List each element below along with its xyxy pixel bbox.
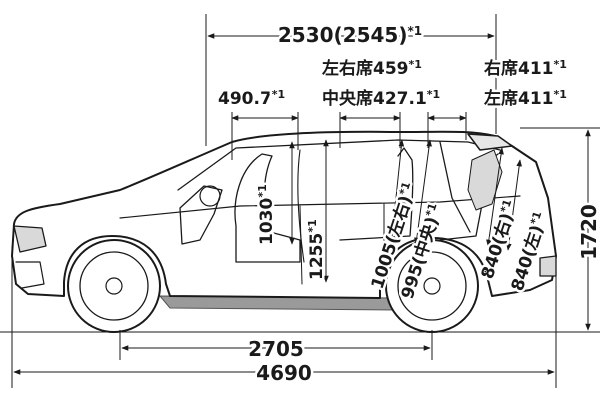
wheelbase-label: 2705 bbox=[248, 337, 304, 361]
footnote-mark: *1 bbox=[407, 24, 422, 38]
third-row-left-value: 左席411 bbox=[484, 88, 554, 109]
overall-length-label: 4690 bbox=[256, 361, 312, 385]
footnote-mark: *1 bbox=[409, 58, 422, 71]
footnote-mark: *1 bbox=[554, 88, 567, 101]
second-row-center-value: 中央席427.1 bbox=[322, 88, 427, 109]
third-row-right-value: 右席411 bbox=[484, 58, 554, 79]
third-row-right-label: 右席411*1 bbox=[484, 58, 567, 79]
front-shoulder-offset-value: 490.7 bbox=[218, 89, 272, 109]
steering-wheel bbox=[199, 185, 221, 207]
footnote-mark: *1 bbox=[528, 210, 545, 227]
window-line bbox=[177, 139, 501, 191]
third-row-headroom-right-value: 840(右) bbox=[477, 210, 518, 281]
footnote-mark: *1 bbox=[427, 88, 440, 101]
front-wheel bbox=[67, 239, 161, 333]
front-bumper bbox=[15, 261, 45, 289]
front-seat-2 bbox=[297, 149, 305, 263]
second-row-outer-label: 左右席459*1 bbox=[322, 58, 422, 79]
body-outline bbox=[11, 130, 557, 299]
footnote-mark: *1 bbox=[397, 180, 414, 197]
front-hip-label: 1255*1 bbox=[306, 219, 327, 280]
front-shoulder-offset-label: 490.7*1 bbox=[218, 88, 285, 109]
front-hip-value: 1255 bbox=[307, 233, 327, 280]
taillight bbox=[539, 255, 557, 277]
footnote-mark: *1 bbox=[272, 88, 285, 101]
door-shut-line bbox=[299, 205, 303, 285]
front-headroom-label: 1030*1 bbox=[256, 184, 277, 245]
rear-wheel bbox=[385, 239, 479, 333]
footnote-mark: *1 bbox=[554, 58, 567, 71]
third-row-left-label: 左席411*1 bbox=[484, 88, 567, 109]
second-row-outer-value: 左右席459 bbox=[322, 58, 409, 79]
footnote-mark: *1 bbox=[256, 184, 269, 197]
cabin-length-value: 2530(2545) bbox=[278, 23, 408, 47]
front-headroom-value: 1030 bbox=[257, 198, 277, 245]
footnote-mark: *1 bbox=[423, 201, 440, 218]
second-row-seat bbox=[339, 147, 414, 241]
second-row-center-label: 中央席427.1*1 bbox=[322, 88, 440, 109]
rear-spoiler bbox=[467, 133, 513, 151]
rear-bench bbox=[467, 149, 503, 211]
rear-pillar bbox=[439, 141, 471, 233]
front-seat bbox=[234, 153, 301, 263]
headlight bbox=[13, 225, 47, 253]
overall-height-label: 1720 bbox=[577, 204, 600, 260]
cabin-length-label: 2530(2545)*1 bbox=[278, 23, 422, 47]
dashboard bbox=[179, 185, 223, 245]
dimension-lines bbox=[11, 14, 600, 388]
footnote-mark: *1 bbox=[498, 198, 515, 215]
footnote-mark: *1 bbox=[306, 219, 319, 232]
